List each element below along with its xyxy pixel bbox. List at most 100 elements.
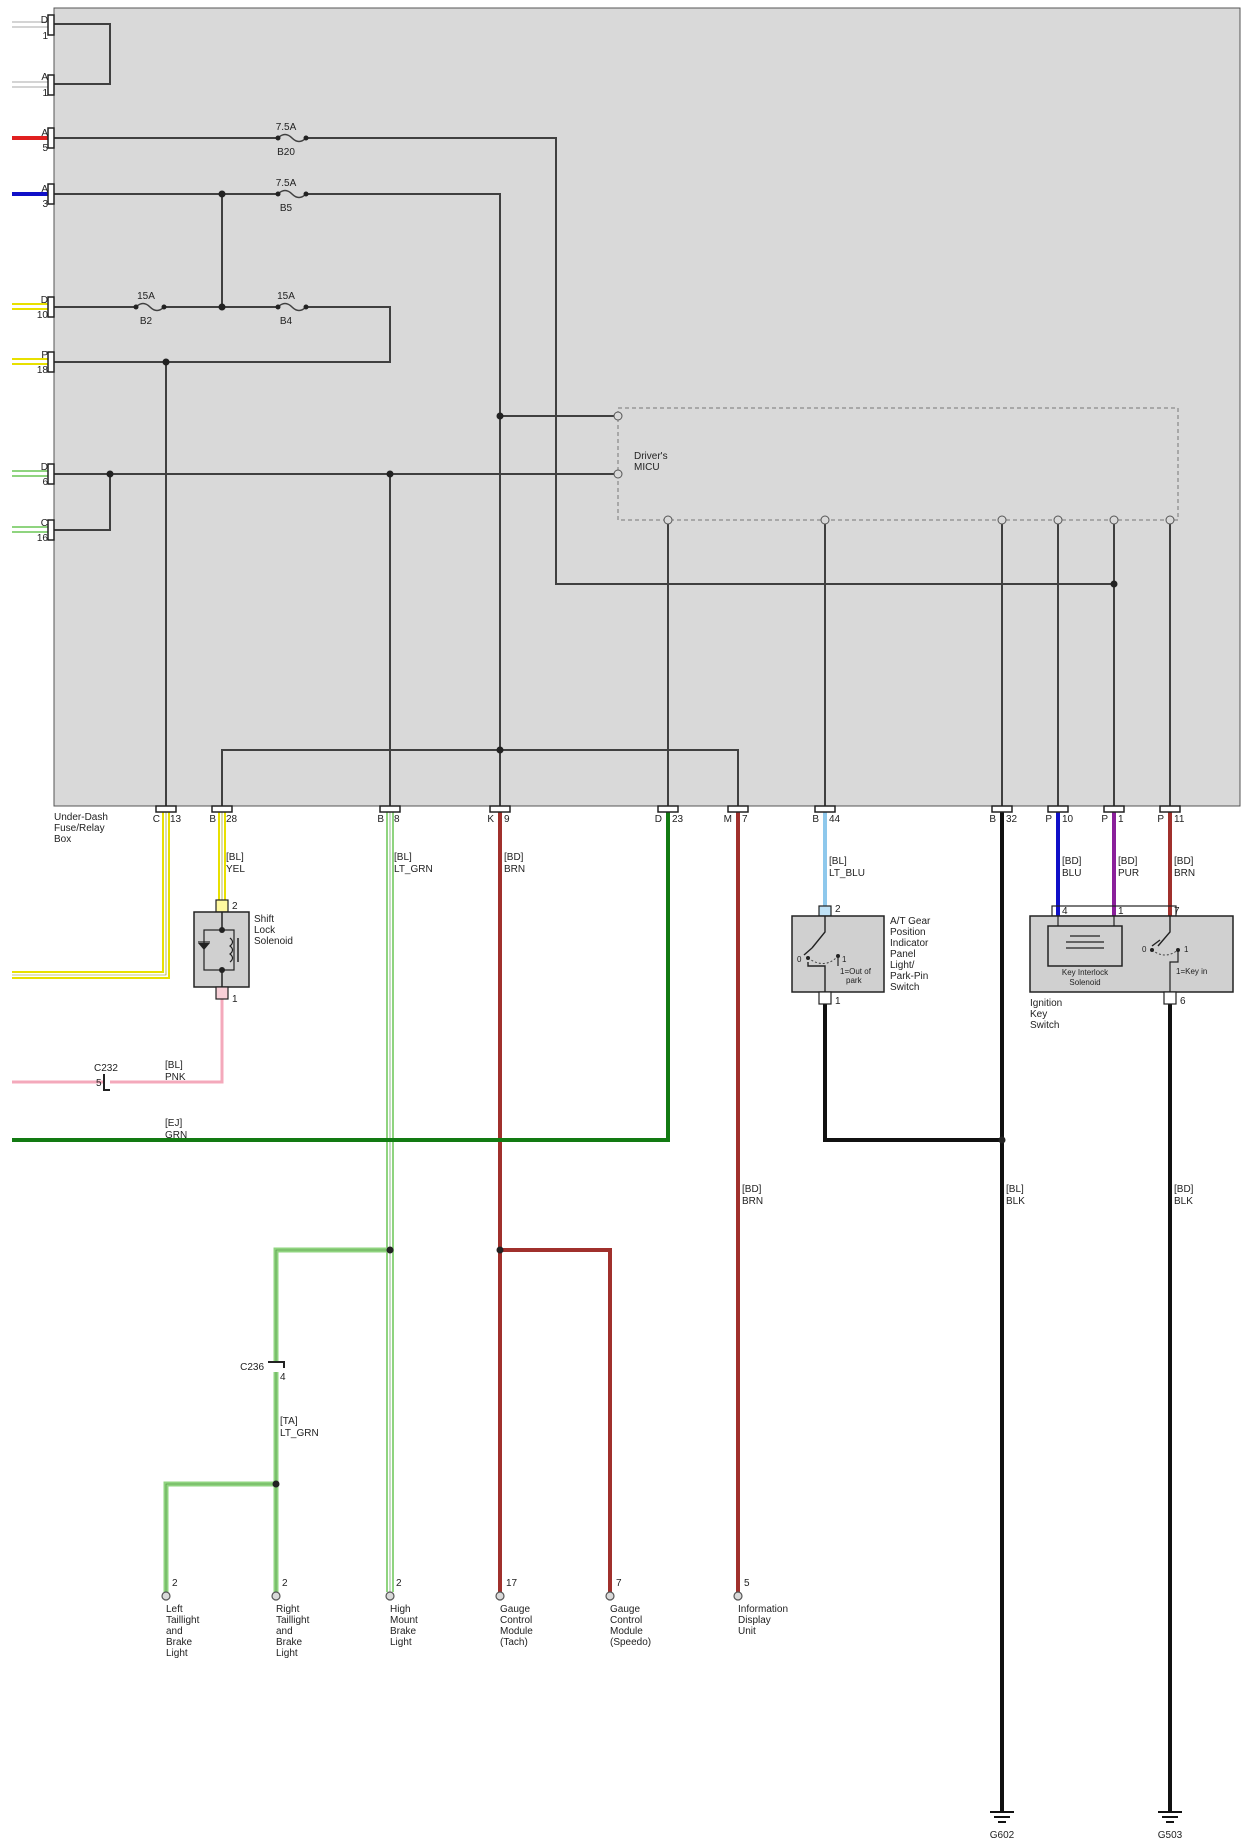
wire-code: [BD] <box>1118 856 1138 867</box>
terminal-number: 28 <box>226 814 238 825</box>
ground-g503: G503 <box>1158 1811 1183 1841</box>
fuse-id: B2 <box>140 316 153 327</box>
terminal-letter: D <box>655 814 662 825</box>
terminal-letter: B <box>377 814 384 825</box>
fuse-b5: 7.5A B5 <box>275 178 309 214</box>
component-name: Switch <box>890 982 919 993</box>
connector-c232: C232 5 <box>94 1063 118 1091</box>
terminal-number: 9 <box>504 814 510 825</box>
load-name: Taillight <box>166 1615 200 1626</box>
terminal-letter: D <box>41 15 48 26</box>
component-name: Indicator <box>890 938 929 949</box>
component-name: Switch <box>1030 1020 1059 1031</box>
switch-position: 0 <box>1142 945 1147 954</box>
load-name: Brake <box>166 1637 193 1648</box>
component-name: Park-Pin <box>890 971 928 982</box>
fuse-rating: 15A <box>137 291 155 302</box>
terminal-letter: D <box>41 462 48 473</box>
pin-number: 7 <box>1174 906 1180 917</box>
switch-note: 1=Out of <box>840 967 872 976</box>
at-gear-switch: 2 1 0 1 1=Out of park A/T Gear Position … <box>791 904 931 1007</box>
load-name: Brake <box>390 1626 417 1637</box>
load-name: Unit <box>738 1626 756 1637</box>
terminal-letter: B <box>209 814 216 825</box>
terminal-number: 18 <box>37 365 49 376</box>
fuse-rating: 7.5A <box>276 122 297 133</box>
wire-color: LT_GRN <box>394 864 433 875</box>
fuse-box-name-line: Fuse/Relay <box>54 823 105 834</box>
shift-lock-solenoid: 2 1 Shift Lock Solenoid <box>193 899 293 1005</box>
pin-number: 2 <box>835 904 841 915</box>
load-name: Module <box>610 1626 643 1637</box>
pin-number: 2 <box>172 1578 178 1589</box>
terminal-letter: C <box>153 814 160 825</box>
ground-name: G503 <box>1158 1830 1183 1841</box>
load-name: Control <box>500 1615 532 1626</box>
solenoid-label: Key Interlock <box>1062 968 1109 977</box>
load-name: Display <box>738 1615 771 1626</box>
wire-color: LT_BLU <box>829 868 865 879</box>
left-terminal-labels: D 1 A 1 A 5 A 3 D 10 P 18 D 6 C 16 <box>37 15 49 544</box>
wire-code: [TA] <box>280 1416 298 1427</box>
fuse-id: B4 <box>280 316 293 327</box>
wire-color: BLK <box>1006 1196 1025 1207</box>
terminal-number: 23 <box>672 814 684 825</box>
load-gauge-tach: 17 Gauge Control Module (Tach) <box>500 1578 533 1648</box>
terminal-letter: D <box>41 295 48 306</box>
load-name: Taillight <box>276 1615 310 1626</box>
ground-g602: G602 <box>990 1811 1015 1841</box>
pin-number: 2 <box>232 901 238 912</box>
terminal-letter: B <box>812 814 819 825</box>
pin-number: 5 <box>744 1578 750 1589</box>
pin-number: 6 <box>1180 996 1186 1007</box>
load-name: and <box>166 1626 183 1637</box>
pin-number: 7 <box>616 1578 622 1589</box>
terminal-letter: P <box>1157 814 1164 825</box>
fuse-b4: 15A B4 <box>275 291 309 327</box>
wire-code: [BL] <box>165 1060 183 1071</box>
internal-wiring <box>54 23 1171 806</box>
solenoid-label: Solenoid <box>1069 978 1100 987</box>
left-input-wires <box>12 21 48 533</box>
wire-code: [BL] <box>226 852 244 863</box>
terminal-number: 11 <box>1174 814 1185 825</box>
load-name: and <box>276 1626 293 1637</box>
wire-code: [BD] <box>742 1184 762 1195</box>
wire-code: [BD] <box>1062 856 1082 867</box>
bottom-terminal-labels: C 13 B 28 B 8 K 9 D 23 M 7 B 44 B 32 P 1… <box>153 814 1185 825</box>
fuse-box-label: Under-Dash Fuse/Relay Box <box>54 812 108 845</box>
terminal-letter: P <box>41 350 48 361</box>
load-high-mount-brake: 2 High Mount Brake Light <box>390 1578 418 1648</box>
terminal-letter: P <box>1101 814 1108 825</box>
terminal-letter: M <box>724 814 732 825</box>
load-right-taillight: 2 Right Taillight and Brake Light <box>276 1578 310 1659</box>
load-name: Light <box>276 1648 298 1659</box>
bottom-terminal-pins <box>155 805 1181 813</box>
load-gauge-speedo: 7 Gauge Control Module (Speedo) <box>610 1578 651 1648</box>
load-name: (Tach) <box>500 1637 528 1648</box>
component-name: Key <box>1030 1009 1047 1020</box>
load-name: Control <box>610 1615 642 1626</box>
load-name: High <box>390 1604 411 1615</box>
external-wires <box>12 812 1172 1812</box>
load-name: (Speedo) <box>610 1637 651 1648</box>
load-name: Gauge <box>610 1604 640 1615</box>
load-name: Light <box>390 1637 412 1648</box>
switch-position: 0 <box>797 955 802 964</box>
micu-label: MICU <box>634 462 660 473</box>
wire-code: [BD] <box>504 852 524 863</box>
component-name: Lock <box>254 925 276 936</box>
wire-color: BRN <box>742 1196 763 1207</box>
terminal-letter: B <box>989 814 996 825</box>
fuse-b20: 7.5A B20 <box>275 122 309 158</box>
terminal-number: 1 <box>1118 814 1124 825</box>
terminal-number: 32 <box>1006 814 1018 825</box>
fuse-id: B5 <box>280 203 293 214</box>
load-left-taillight: 2 Left Taillight and Brake Light <box>166 1578 200 1659</box>
connector-pin: 5 <box>96 1078 102 1089</box>
load-info-display: 5 Information Display Unit <box>738 1578 788 1637</box>
pin-number: 2 <box>396 1578 402 1589</box>
wire-color: BLU <box>1062 868 1081 879</box>
wire-code: [BL] <box>394 852 412 863</box>
terminal-letter: A <box>41 184 48 195</box>
